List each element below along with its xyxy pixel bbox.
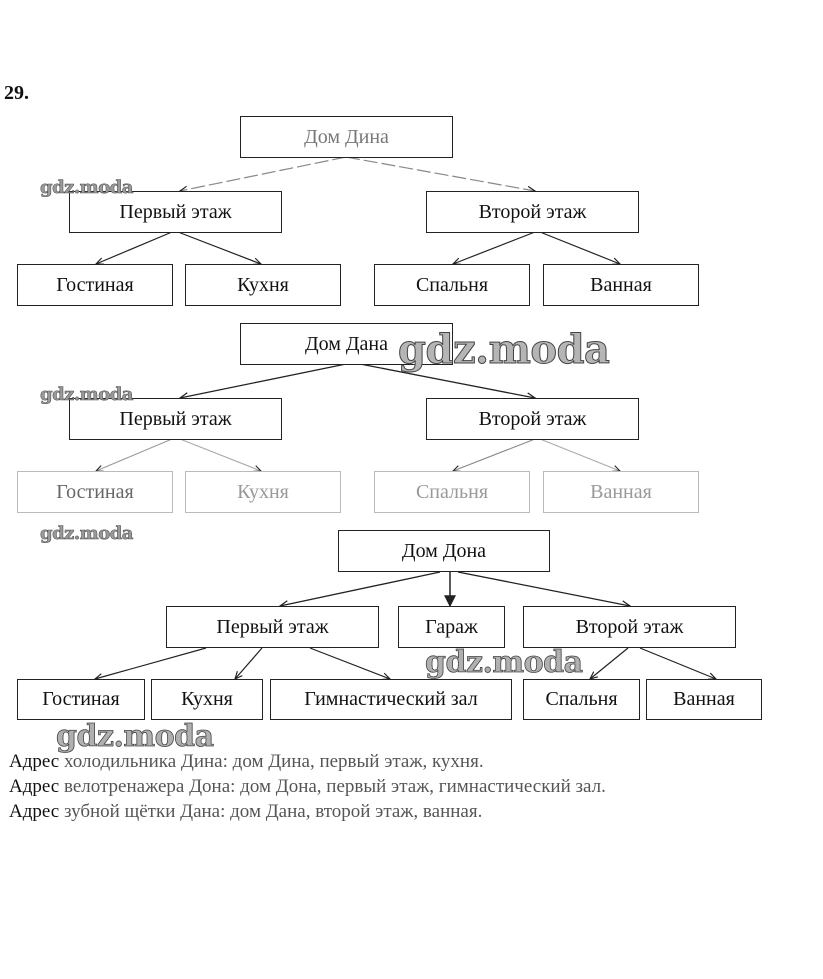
tree3-living-room-node: Гостиная <box>17 679 145 720</box>
edge-dona-floor1-living <box>95 647 207 679</box>
answer-text: зубной щётки Дана: дом Дана, второй этаж… <box>59 801 483 822</box>
tree2-floor2-node: Второй этаж <box>426 398 639 440</box>
watermark: gdz.moda <box>40 177 134 199</box>
answer-lead: Адрес <box>9 801 60 822</box>
edge-dana-floor1-kitchen <box>179 438 261 471</box>
edge-dana-floor2-bath <box>539 438 620 471</box>
tree3-floor2-node: Второй этаж <box>523 606 736 648</box>
edge-dina-root-floor2 <box>345 156 535 191</box>
tree1-living-room-node: Гостиная <box>17 264 173 306</box>
answer-lead: Адрес <box>9 776 60 797</box>
edge-dana-floor1-living <box>96 438 173 471</box>
answer-line: Адрес велотренажера Дона: дом Дона, перв… <box>9 776 606 798</box>
tree1-kitchen-node: Кухня <box>185 264 341 306</box>
watermark: gdz.moda <box>40 384 134 406</box>
watermark: gdz.moda <box>56 719 215 755</box>
tree1-bedroom-node: Спальня <box>374 264 530 306</box>
edge-dina-root-floor1 <box>180 156 347 191</box>
answer-line: Адрес холодильника Дина: дом Дина, первы… <box>9 751 484 773</box>
tree1-root-node: Дом Дина <box>240 116 453 158</box>
tree3-bedroom-node: Спальня <box>523 679 640 720</box>
edge-dona-floor1-gym <box>309 647 390 679</box>
tree2-bathroom-node: Ванная <box>543 471 699 513</box>
answer-text: холодильника Дина: дом Дина, первый этаж… <box>59 751 484 772</box>
edge-dina-floor1-kitchen <box>177 231 261 264</box>
edge-dona-root-floor2 <box>457 571 630 606</box>
tree3-floor1-node: Первый этаж <box>166 606 379 648</box>
tree2-root-node: Дом Дана <box>240 323 453 365</box>
problem-number: 29. <box>4 82 29 104</box>
watermark: gdz.moda <box>397 326 610 374</box>
edge-dona-floor2-bath <box>639 647 716 679</box>
tree1-bathroom-node: Ванная <box>543 264 699 306</box>
tree3-bathroom-node: Ванная <box>646 679 762 720</box>
answer-line: Адрес зубной щётки Дана: дом Дана, второ… <box>9 801 482 823</box>
tree3-garage-node: Гараж <box>398 606 505 648</box>
tree2-bedroom-node: Спальня <box>374 471 530 513</box>
answer-text: велотренажера Дона: дом Дона, первый эта… <box>59 776 606 797</box>
watermark: gdz.moda <box>40 523 134 545</box>
tree1-floor2-node: Второй этаж <box>426 191 639 233</box>
edge-dina-floor1-living <box>96 231 173 264</box>
watermark: gdz.moda <box>425 645 584 681</box>
answer-lead: Адрес <box>9 751 60 772</box>
tree2-living-room-node: Гостиная <box>17 471 173 513</box>
edge-dana-root-floor1 <box>180 363 347 398</box>
edge-dona-root-floor1 <box>280 571 441 606</box>
tree3-kitchen-node: Кухня <box>151 679 263 720</box>
tree3-gym-node: Гимнастический зал <box>270 679 512 720</box>
edge-dona-floor1-kitchen <box>235 647 263 679</box>
tree2-floor1-node: Первый этаж <box>69 398 282 440</box>
edge-dina-floor2-bath <box>539 231 620 264</box>
edge-dina-floor2-bedroom <box>453 231 536 264</box>
tree3-root-node: Дом Дона <box>338 530 550 572</box>
tree1-floor1-node: Первый этаж <box>69 191 282 233</box>
edge-dona-floor2-bedroom <box>590 647 629 679</box>
edge-dana-floor2-bedroom <box>453 438 536 471</box>
tree2-kitchen-node: Кухня <box>185 471 341 513</box>
